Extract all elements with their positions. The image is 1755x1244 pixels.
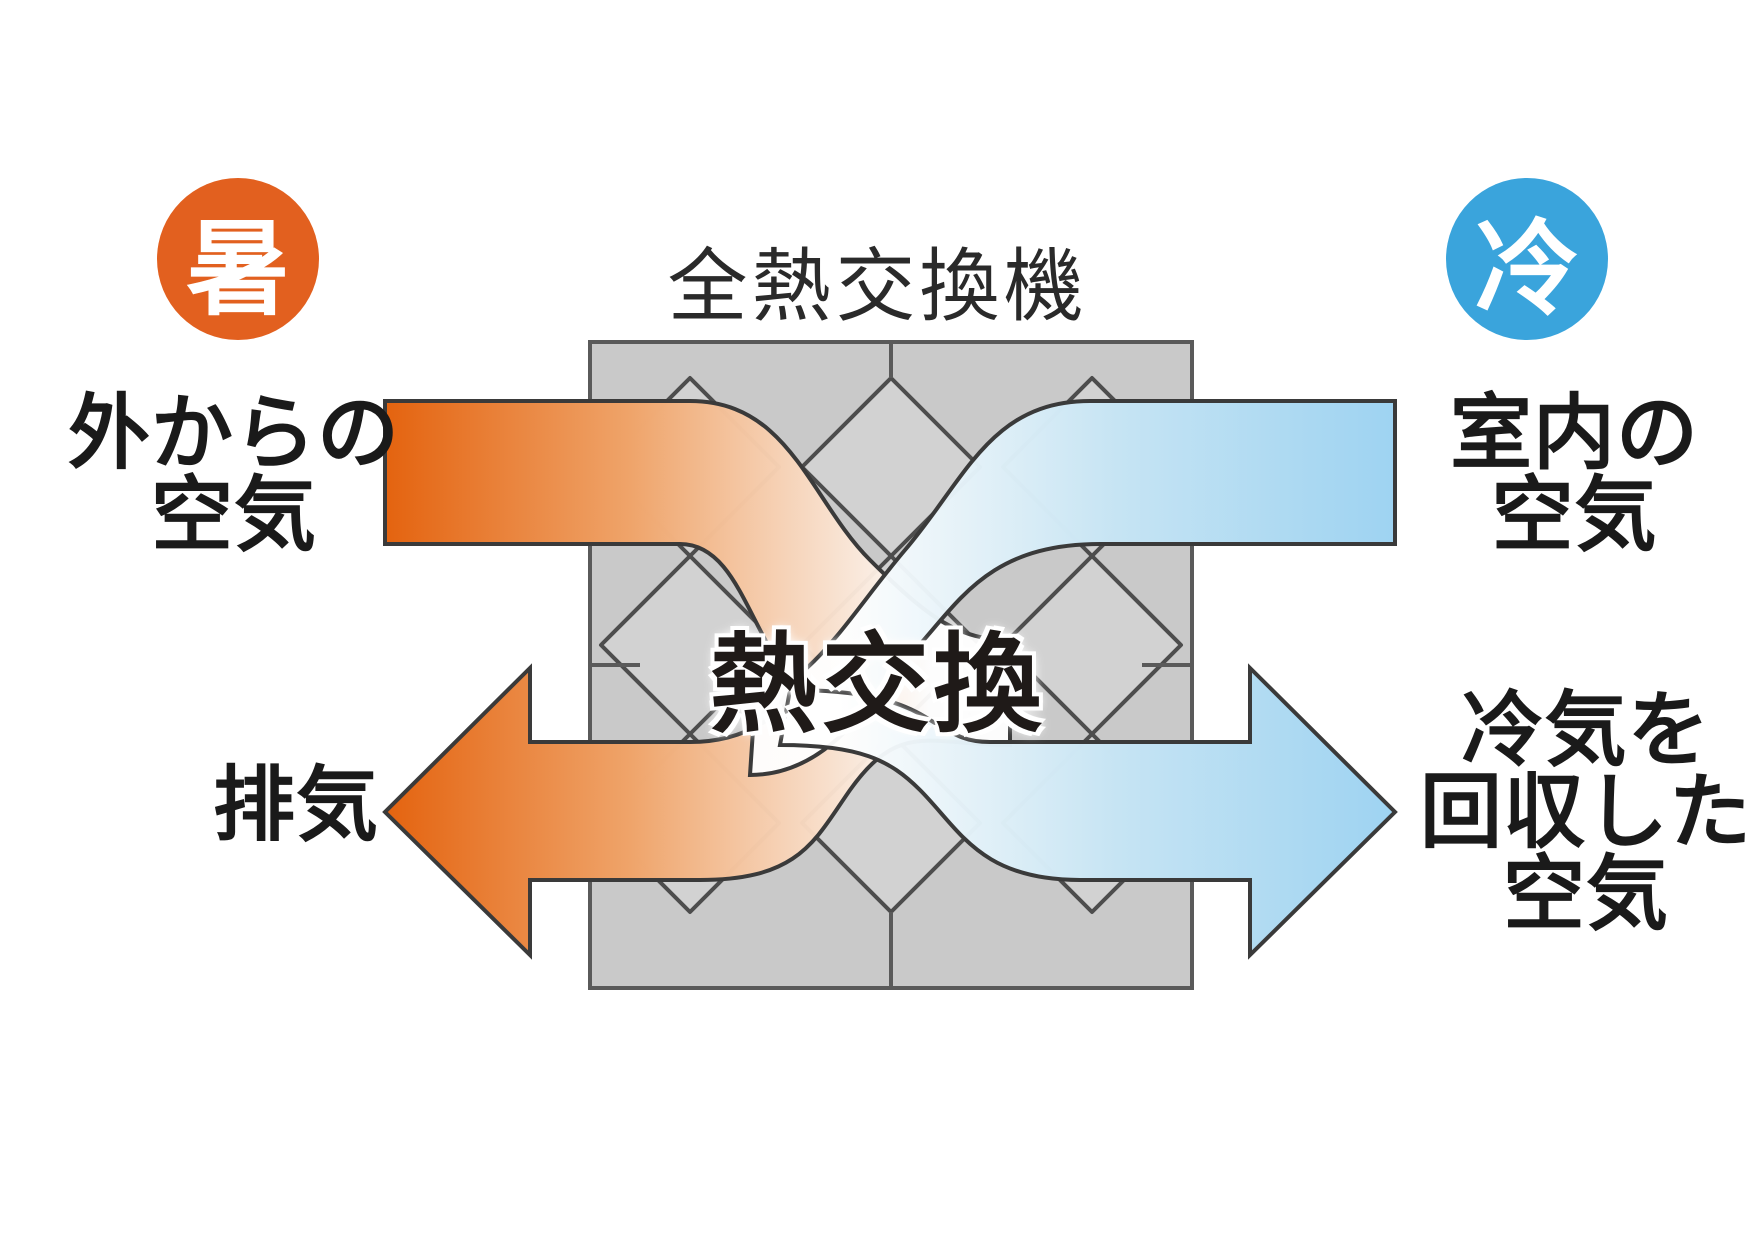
outside-air-label: 外からの 空気 [68, 386, 401, 563]
heat-exchange-label: 熱交換 [709, 623, 1046, 748]
exhaust-label: 排気 [213, 758, 380, 853]
hot-badge-text: 暑 [185, 207, 290, 330]
indoor-air-label: 室内の 空気 [1450, 386, 1700, 563]
diagram-title: 全熱交換機 [667, 240, 1088, 333]
hot-badge: 暑 [157, 178, 319, 340]
recovered-air-arrow [777, 663, 1398, 960]
indoor-air-flow [747, 399, 1397, 778]
cold-badge: 冷 [1446, 178, 1608, 340]
recovered-cool-air-label: 冷気を 回収した 空気 [1420, 683, 1753, 942]
cold-badge-text: 冷 [1474, 207, 1579, 330]
